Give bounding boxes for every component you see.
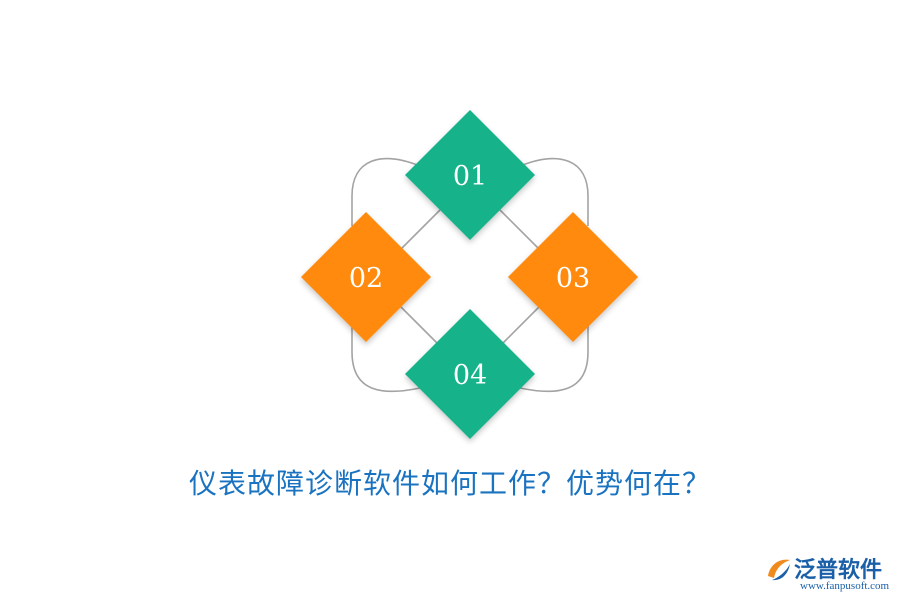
node-01-diamond	[405, 110, 535, 240]
outer-arc-bottom-left	[351, 324, 421, 393]
node-03-label: 03	[556, 263, 590, 294]
node-02-diamond	[301, 212, 431, 342]
outer-arc-bottom-right	[519, 324, 589, 393]
node-04-diamond	[405, 309, 535, 439]
node-04-label: 04	[453, 360, 487, 391]
inner-line-bottom-left	[399, 305, 441, 347]
logo-mark-icon	[768, 559, 790, 581]
inner-line-bottom-right	[499, 305, 541, 347]
node-01: 01	[405, 110, 535, 240]
node-04: 04	[405, 309, 535, 439]
brand-logo: 泛普软件 www.fanpusoft.com	[764, 552, 894, 596]
node-02: 02	[301, 212, 431, 342]
node-03-diamond	[508, 212, 638, 342]
node-01-label: 01	[453, 161, 487, 192]
node-02-label: 02	[349, 263, 383, 294]
connector-lines	[351, 157, 589, 393]
inner-line-top-left	[399, 209, 441, 251]
inner-line-top-right	[499, 209, 541, 251]
outer-arc-top-left	[351, 157, 421, 226]
logo-name: 泛普软件	[794, 558, 883, 583]
logo-url: www.fanpusoft.com	[800, 580, 890, 592]
outer-arc-top-right	[519, 157, 589, 226]
page-title: 仪表故障诊断软件如何工作？优势何在？	[188, 467, 711, 500]
node-03: 03	[508, 212, 638, 342]
